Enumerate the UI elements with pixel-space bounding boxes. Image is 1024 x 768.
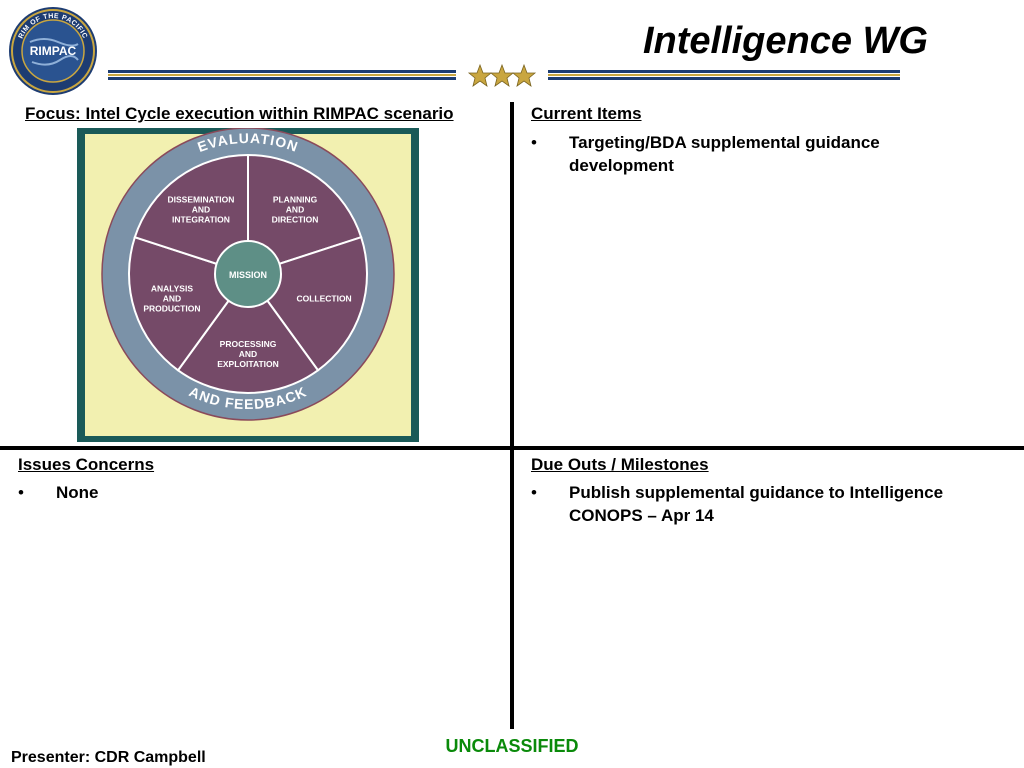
cycle-segment-label-line: DIRECTION: [272, 214, 319, 224]
cycle-segment-label: COLLECTION: [296, 294, 351, 304]
classification-label: UNCLASSIFIED: [445, 736, 579, 756]
bullet-icon: •: [531, 483, 537, 502]
cycle-segment-label-line: INTEGRATION: [172, 214, 230, 224]
cycle-segment-label-line: PRODUCTION: [143, 304, 200, 314]
due-outs-heading: Due Outs / Milestones: [531, 455, 709, 474]
bullet-icon: •: [18, 483, 24, 502]
cycle-segment-label-line: AND: [286, 204, 304, 214]
mission-center: [214, 240, 282, 308]
cycle-segment-label-line: PROCESSING: [220, 339, 277, 349]
vertical-divider: [510, 102, 514, 729]
cycle-segment-label-line: COLLECTION: [296, 294, 351, 304]
cycle-segment: [247, 153, 363, 276]
mission-label: MISSION: [229, 270, 267, 280]
star-icon: [489, 63, 515, 87]
horizontal-divider: [0, 446, 1024, 450]
bullet-text: Publish supplemental guidance to Intelli…: [569, 483, 944, 525]
cycle-segment-label-line: AND: [192, 204, 210, 214]
cycle-segment-label-line: DISSEMINATION: [168, 194, 235, 204]
header-divider: [108, 63, 900, 87]
rimpac-logo: RIMPAC RIM OF THE PACIFIC: [9, 7, 97, 95]
current-items-heading: Current Items: [531, 104, 642, 123]
cycle-segment-label-line: ANALYSIS: [151, 284, 194, 294]
page-title: Intelligence WG: [642, 20, 928, 62]
bullet-icon: •: [531, 133, 537, 152]
issues-heading: Issues Concerns: [18, 455, 155, 474]
cycle-segment: [133, 153, 249, 276]
cycle-segment-label-line: PLANNING: [273, 194, 318, 204]
star-icon: [511, 63, 537, 87]
bullet-text: None: [56, 483, 99, 502]
presenter-label: Presenter: CDR Campbell: [11, 749, 206, 766]
logo-text: RIMPAC: [30, 44, 77, 58]
focus-heading: Focus: Intel Cycle execution within RIMP…: [25, 104, 454, 123]
bullet-text: Targeting/BDA supplemental guidance deve…: [569, 133, 880, 175]
cycle-segment-label-line: EXPLOITATION: [217, 359, 279, 369]
cycle-segment-label-line: AND: [163, 294, 181, 304]
star-icon: [467, 63, 493, 87]
cycle-segment-label-line: AND: [239, 349, 257, 359]
cycle-segment: [176, 272, 320, 394]
